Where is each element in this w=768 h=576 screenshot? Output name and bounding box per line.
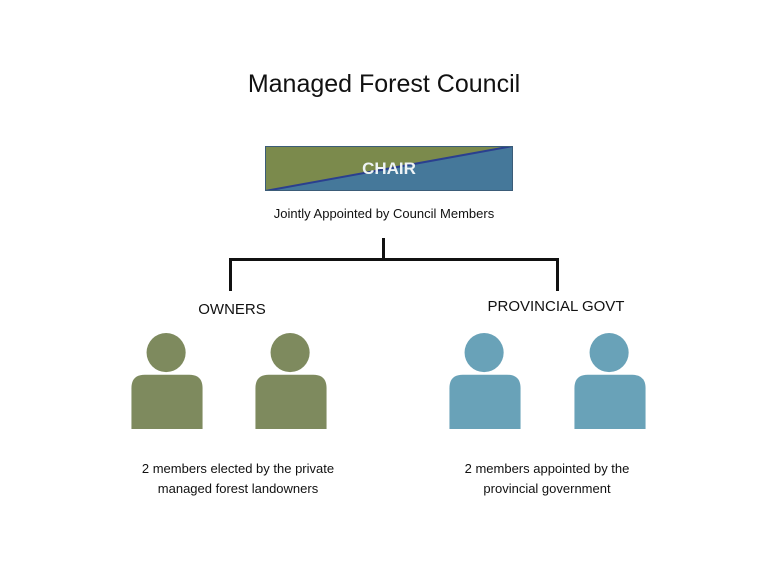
connector-horizontal [229,258,559,261]
diagram-title: Managed Forest Council [247,70,521,98]
group-label-owners: OWNERS [198,301,266,318]
provincial-caption: 2 members appointed by the provincial go… [397,459,697,499]
owner-member-icon [131,333,203,429]
caption-line: managed forest landowners [157,481,319,496]
caption-line: 2 members elected by the private [141,461,335,476]
government-member-icon [574,333,646,429]
chair-box [265,146,513,191]
group-label-provincial: PROVINCIAL GOVT [487,298,625,315]
owner-member-icon [255,333,327,429]
connector-left [229,258,232,291]
chair-subtitle: Jointly Appointed by Council Members [273,206,495,221]
caption-line: 2 members appointed by the [464,461,630,476]
owners-caption: 2 members elected by the private managed… [88,459,388,499]
government-member-icon [449,333,521,429]
caption-line: provincial government [483,481,611,496]
connector-stem [382,238,385,260]
chair-label: CHAIR [362,159,416,178]
connector-right [556,258,559,291]
